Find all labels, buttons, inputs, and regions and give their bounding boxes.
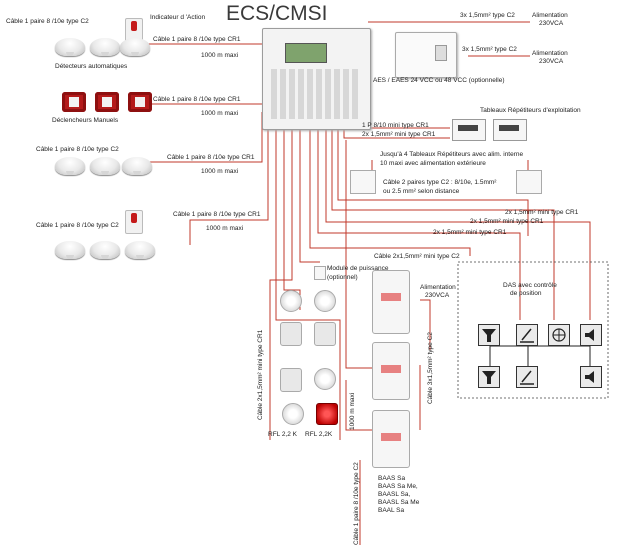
alarm-unit-icon [372, 342, 410, 400]
cable-label-cr1: Câble 1 paire 8 /10e type CR1 [173, 211, 261, 218]
cable-label-cr1: Câble 1 paire 8 /10e type CR1 [167, 154, 255, 161]
repeaters-note-2: 10 maxi avec alimentation extérieure [380, 160, 486, 167]
cable-label-cr1: 2x 1,5mm² mini type CR1 [505, 209, 579, 216]
aes-label: AES / EAES 24 VCC ou 48 VCC (optionnelle… [373, 77, 505, 84]
fan-icon [548, 324, 570, 346]
power-supply-unit [395, 32, 457, 78]
manual-call-points-label: Déclencheurs Manuels [52, 117, 119, 124]
repeater-box-icon [350, 170, 376, 194]
damper-icon [478, 324, 500, 346]
repeaters-note: Jusqu'à 4 Tableaux Répétiteurs avec alim… [380, 151, 524, 158]
resistor-label: RFL 2,2 K [268, 431, 298, 438]
distance-label: 1000 m maxi [206, 225, 244, 232]
smoke-detector-icon [120, 38, 150, 56]
smoke-detector-icon [90, 38, 120, 56]
baas-item: BAASL Sa, [378, 491, 411, 498]
speaker-icon [580, 366, 602, 388]
diagram-title: ECS/CMSI [226, 2, 328, 25]
smoke-detector-icon [55, 38, 85, 56]
cable-label-c2-vertical: Câble 1 paire 8 /10e type C2 [353, 462, 360, 545]
panel-display [285, 43, 327, 63]
repeater-panel-icon [493, 119, 527, 141]
cable-label-c2: 3x 1,5mm² type C2 [460, 12, 515, 19]
cable-label-cr1: 2x 1,5mm² mini type CR1 [433, 229, 507, 236]
das-label-2: de position [510, 290, 542, 297]
power-supply-label: Alimentation [532, 50, 568, 57]
door-holder-icon [516, 366, 538, 388]
heat-detector-icon [90, 241, 120, 259]
cable-label-c2: 3x 1,5mm² type C2 [462, 46, 517, 53]
cable-label-c2: Câble 1 paire 8 /10e type C2 [36, 222, 119, 229]
alarm-unit-icon [372, 270, 410, 334]
smoke-detector-icon [55, 241, 85, 259]
alarm-unit-icon [372, 410, 410, 468]
sounder-icon [280, 368, 302, 392]
baas-item: BAAS Sa [378, 475, 406, 482]
cable-label-c2-vertical: Câble 3x1,5mm² type C2 [427, 332, 434, 404]
cable-label-cr1-vertical: Câble 2x1,5mm² mini type CR1 [257, 329, 264, 420]
distance-label: 1000 m maxi [201, 110, 239, 117]
power-supply-label: Alimentation [420, 284, 456, 291]
cable-label-c2: ou 2.5 mm² selon distance [383, 188, 460, 195]
beacon-icon [280, 290, 302, 312]
sounder-icon [314, 322, 336, 346]
damper-icon [478, 366, 500, 388]
cable-label-cr1: Câble 1 paire 8 /10e type CR1 [153, 96, 241, 103]
manual-call-point-icon [62, 92, 86, 112]
power-module-label: Module de puissance [327, 265, 389, 272]
cable-label-cr1: 1 P 8/10 mini type CR1 [362, 122, 429, 129]
resistor-label: RFL 2,2K [305, 431, 333, 438]
optional-label: (optionnel) [327, 274, 358, 281]
heat-detector-icon [122, 157, 152, 175]
repeater-box-icon [516, 170, 542, 194]
repeater-panel-icon [452, 119, 486, 141]
panel-keypad [271, 69, 361, 119]
indicator-label: Indicateur d 'Action [150, 14, 206, 21]
heat-detector-icon [90, 157, 120, 175]
smoke-detector-icon [55, 157, 85, 175]
sounder-icon [280, 322, 302, 346]
cable-label-top-left: Câble 1 paire 8 /10e type C2 [6, 18, 89, 25]
detectors-label: Détecteurs automatiques [55, 63, 128, 70]
power-supply-label: Alimentation [532, 12, 568, 19]
speaker-icon [580, 324, 602, 346]
baas-item: BAAS Sa Me, [378, 483, 418, 490]
baas-item: BAASL Sa Me [378, 499, 420, 506]
power-voltage-label: 230VCA [539, 20, 564, 27]
distance-label: 1000 m maxi [201, 168, 239, 175]
cable-label-cr1: 2x 1,5mm² mini type CR1 [470, 218, 544, 225]
cable-label-cr1: Câble 1 paire 8 /10e type CR1 [153, 36, 241, 43]
power-module-icon [314, 266, 326, 280]
ecs-cmsi-panel [262, 28, 371, 130]
action-indicator-icon [125, 210, 143, 234]
beacon-icon [314, 368, 336, 390]
repeaters-label: Tableaux Répétiteurs d'exploitation [480, 107, 581, 114]
beacon-icon [314, 290, 336, 312]
power-voltage-label: 230VCA [425, 292, 450, 299]
das-label: DAS avec contrôle [503, 282, 557, 289]
door-holder-icon [516, 324, 538, 346]
power-voltage-label: 230VCA [539, 58, 564, 65]
manual-call-point-icon [128, 92, 152, 112]
cable-label-cr1: 2x 1,5mm² mini type CR1 [362, 131, 436, 138]
cable-label-c2: Câble 2 paires type C2 : 8/10e, 1.5mm² [383, 179, 497, 186]
distance-label-vertical: 1000 m maxi [349, 392, 356, 430]
manual-call-point-icon [95, 92, 119, 112]
baas-item: BAAL Sa [378, 507, 405, 514]
heat-detector-icon [125, 241, 155, 259]
distance-label: 1000 m maxi [201, 52, 239, 59]
cable-label-c2: Câble 2x1,5mm² mini type C2 [374, 253, 460, 260]
cable-label-c2: Câble 1 paire 8 /10e type C2 [36, 146, 119, 153]
beacon-icon [282, 403, 304, 425]
red-beacon-icon [316, 403, 338, 425]
